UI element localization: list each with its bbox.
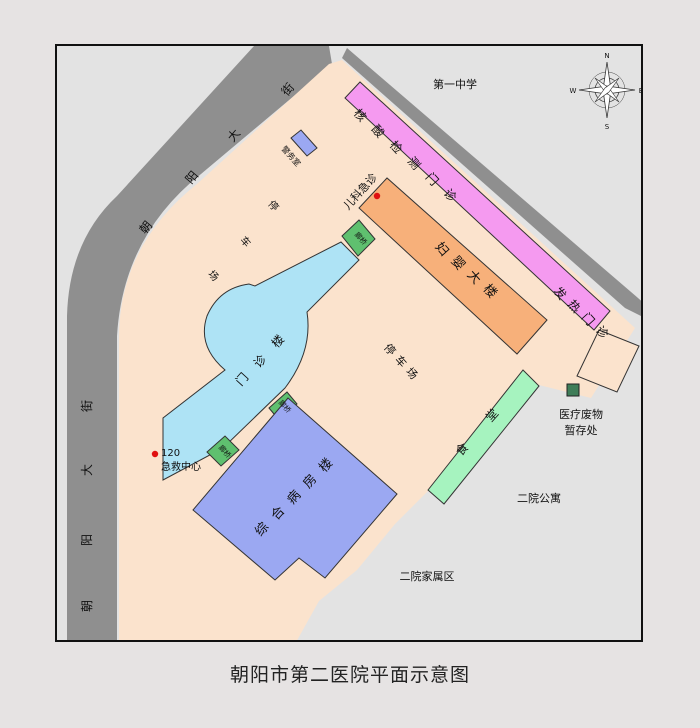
street-west-char-2: 阳 xyxy=(80,534,94,546)
pediatric-emergency-marker xyxy=(373,192,381,200)
compass-e: E xyxy=(639,87,643,95)
hospital-map: N S E W 朝 阳 大 街 朝 阳 大 街 第一中学 二院公寓 二院家属区 … xyxy=(55,44,643,642)
family-area-label: 二院家属区 xyxy=(400,569,455,583)
road-east-edge xyxy=(342,48,641,316)
compass-s: S xyxy=(605,123,610,131)
emergency-center-label: 急救中心 xyxy=(161,460,201,473)
medical-waste-box xyxy=(566,383,580,397)
inpatient-building xyxy=(192,397,398,581)
street-west-char-1: 朝 xyxy=(80,600,94,612)
school-label: 第一中学 xyxy=(433,77,477,91)
compass-icon: N S E W xyxy=(570,52,643,131)
street-west-char-3: 大 xyxy=(80,464,94,476)
street-west-char-4: 街 xyxy=(80,400,94,412)
canteen-building xyxy=(427,369,540,505)
apartment-label: 二院公寓 xyxy=(517,491,561,505)
storage-block xyxy=(576,329,640,393)
compass-w: W xyxy=(570,87,577,95)
medical-waste-line-2: 暂存处 xyxy=(565,423,598,437)
medical-waste-line-1: 医疗废物 xyxy=(559,407,603,421)
corridor-lower-shape xyxy=(206,435,240,467)
outpatient-building xyxy=(162,241,360,481)
map-title: 朝阳市第二医院平面示意图 xyxy=(229,664,470,686)
road-north-street xyxy=(67,46,332,640)
women-children-building xyxy=(358,177,548,355)
nucleic-fever-building xyxy=(344,81,611,331)
duty-room-building xyxy=(290,129,318,157)
emergency-center-number: 120 xyxy=(161,448,180,459)
corridor-upper-shape xyxy=(341,219,376,257)
emergency-center-marker xyxy=(151,450,159,458)
compass-n: N xyxy=(604,52,609,60)
